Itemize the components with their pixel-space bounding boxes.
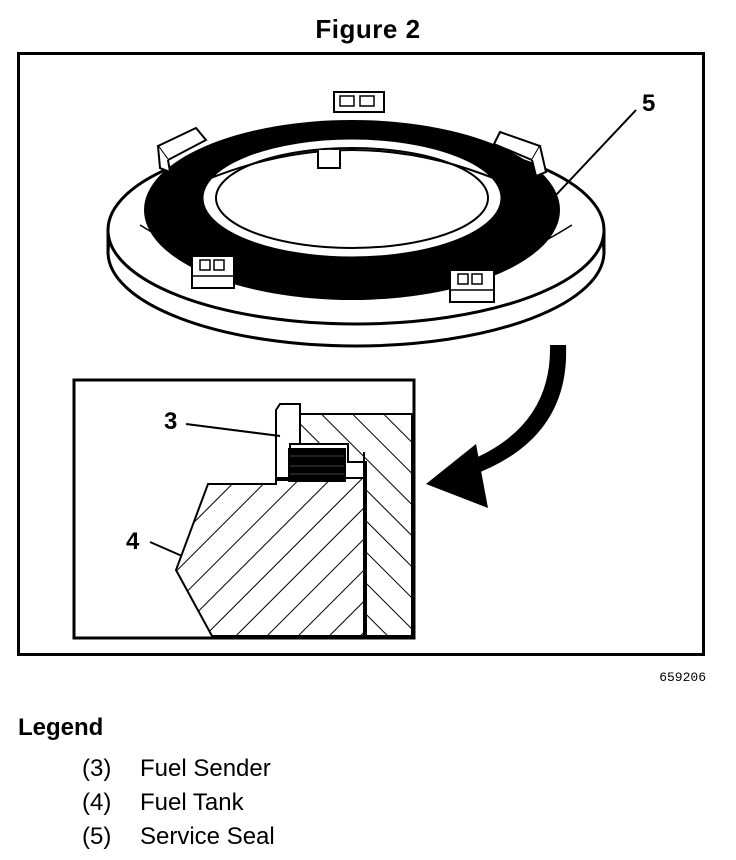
callout-label-5: 5 xyxy=(642,90,656,117)
legend-title: Legend xyxy=(18,714,104,741)
leader-line-3 xyxy=(185,423,281,437)
figure-title: Figure 2 xyxy=(315,14,421,44)
legend-list: (3) Fuel Sender (4) Fuel Tank (5) Service S… xyxy=(82,752,275,854)
leader-line-5 xyxy=(555,109,637,196)
legend-item: (3) Fuel Sender xyxy=(82,752,275,786)
service-seal-ring xyxy=(106,91,606,348)
clip-top xyxy=(333,91,385,113)
callout-label-4: 4 xyxy=(126,528,140,555)
legend-item-label: Service Seal xyxy=(140,823,275,850)
legend-item-label: Fuel Tank xyxy=(140,789,244,816)
figure-frame xyxy=(17,52,705,656)
callout-label-3: 3 xyxy=(164,408,178,435)
legend-item-label: Fuel Sender xyxy=(140,755,271,782)
legend-item-number: (4) xyxy=(82,789,112,816)
legend-item-number: (3) xyxy=(82,755,112,782)
clip-bottom-left xyxy=(191,255,235,289)
clip-top-right xyxy=(492,130,548,178)
leader-line-4 xyxy=(149,541,183,557)
legend-item: (5) Service Seal xyxy=(82,820,275,854)
legend-item: (4) Fuel Tank xyxy=(82,786,275,820)
figure-id-code: 659206 xyxy=(659,670,706,685)
curved-arrow xyxy=(426,345,567,508)
clip-bottom-right xyxy=(449,269,495,303)
clip-top-left xyxy=(156,126,208,174)
cross-section-detail xyxy=(72,378,416,640)
legend-item-number: (5) xyxy=(82,823,112,850)
